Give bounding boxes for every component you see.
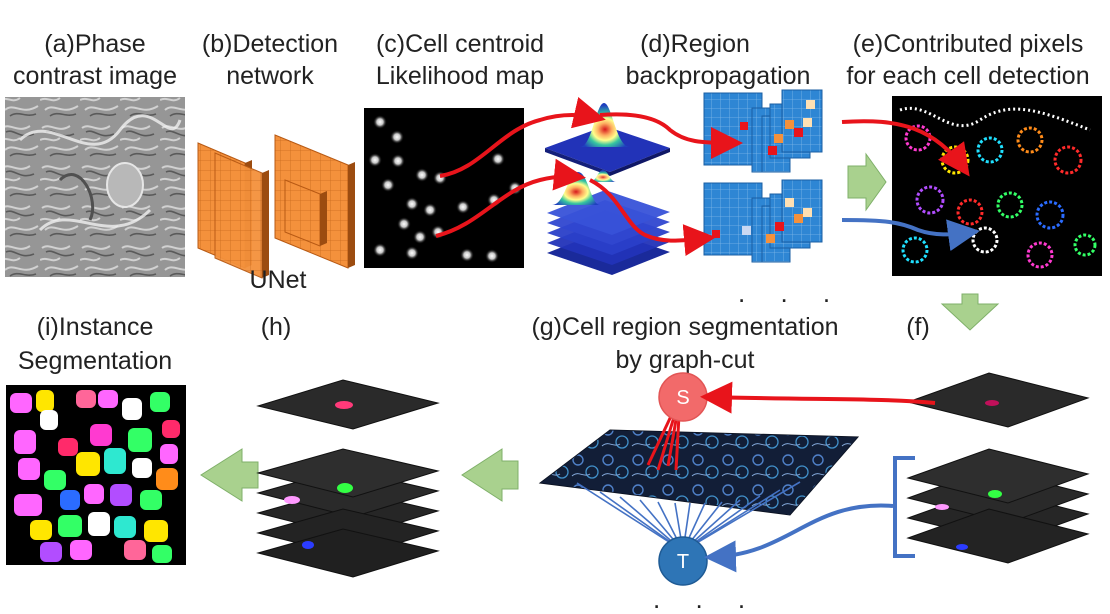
source-node-label: S [676,387,689,409]
red-arrow-c-to-d-bottom [435,158,586,238]
red-arrow-d-bottom [589,178,716,257]
panel-d-label: (d)Region backpropagation [626,30,811,90]
gaussian-peak-plot-bottom [547,170,670,275]
graph-cut-plane [538,429,860,516]
instance-segmentation-image [6,385,186,565]
panel-d-ellipsis: . . . [738,278,844,308]
blue-arrow-f-to-sink [704,503,894,573]
panel-b-label: (b)Detection network [202,30,338,90]
panel-b-title-line1: (b)Detection [202,30,338,58]
top-row-arrows [435,97,980,257]
feature-map-stack-bottom [703,179,823,263]
unet-caption: UNet [250,266,307,294]
segmentation-layer-stack-h [256,379,440,578]
gaussian-peak-plot-top [545,103,670,176]
feature-map-stack-top [703,89,823,173]
blue-arrow-d-to-e [841,218,980,252]
panel-b-title-line2: network [226,62,314,90]
panel-e-title-line2: for each cell detection [846,62,1089,90]
red-arrow-f-to-source [700,381,936,414]
green-flow-arrow-g-to-h [461,448,519,502]
panel-a-title-line1: (a)Phase [44,30,145,58]
panel-c-title-line2: Likelihood map [376,62,544,90]
panel-f-label: (f) [906,313,930,341]
red-arrow-c-to-d-top [439,97,606,178]
segmentation-layer-stack-f [906,372,1090,564]
red-arrow-d-top [599,112,743,159]
panel-g-ellipsis: . . . [653,584,759,614]
panel-d-title-line2: backpropagation [626,62,811,90]
sink-node: T [658,536,708,586]
panel-g-title-line2: by graph-cut [616,346,755,374]
green-flow-arrow-d-to-e [847,152,887,212]
panel-d-title-line1: (d)Region [640,30,750,58]
bracket-f [893,456,915,558]
green-flow-arrow-h-to-i [200,448,259,502]
panel-g-label: (g)Cell region segmentation by graph-cut [531,313,838,374]
panel-e-title-line1: (e)Contributed pixels [853,30,1084,58]
contributed-pixels-image [892,96,1102,276]
green-flow-arrow-e-to-f [940,293,1000,331]
panel-c-label: (c)Cell centroid Likelihood map [376,30,544,90]
unet-icon [197,134,355,279]
panel-i-title-line2: Segmentation [18,347,172,375]
panel-h-label: (h) [261,313,292,341]
likelihood-map [364,108,524,268]
panel-i-label: (i)Instance Segmentation [18,313,172,375]
source-node: S [658,372,708,422]
panel-g-title-line1: (g)Cell region segmentation [531,313,838,341]
sink-node-label: T [677,551,689,573]
panel-a-title-line2: contrast image [13,62,177,90]
phase-contrast-image [5,97,185,277]
panel-a-label: (a)Phase contrast image [13,30,177,90]
panel-c-title-line1: (c)Cell centroid [376,30,544,58]
red-arrow-d-to-e [841,119,970,177]
panel-i-title-line1: (i)Instance [37,313,154,341]
panel-e-label: (e)Contributed pixels for each cell dete… [846,30,1089,90]
